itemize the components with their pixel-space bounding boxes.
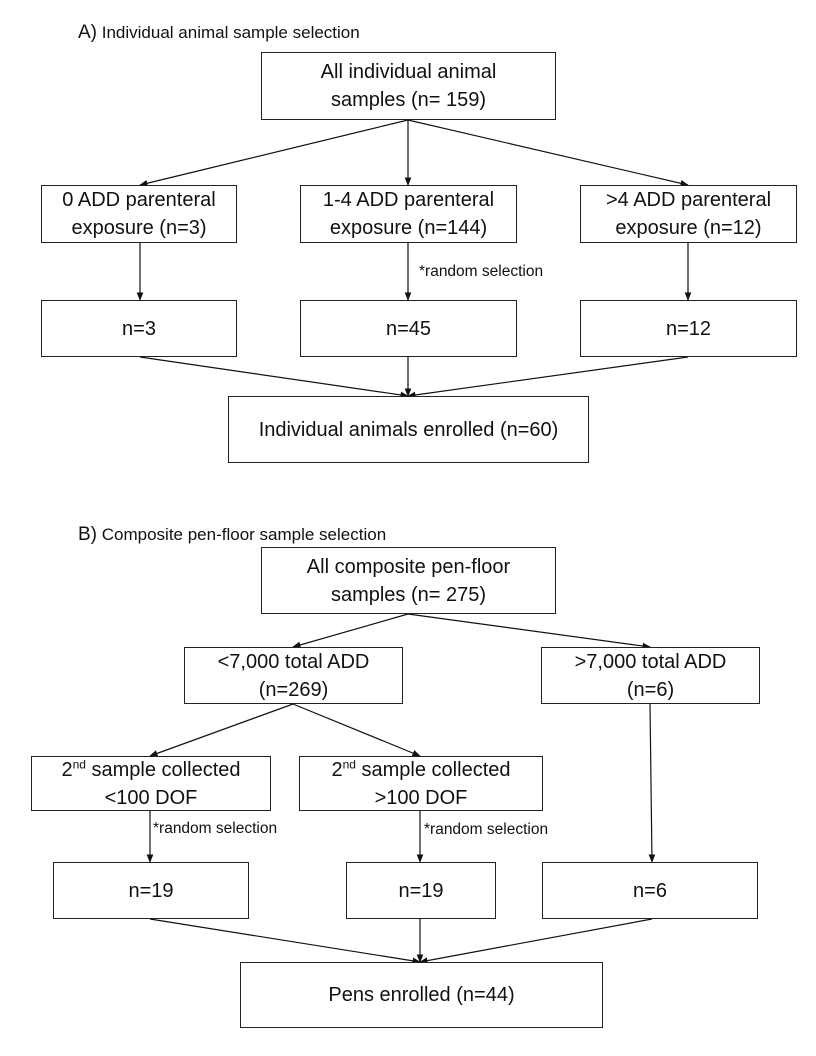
arrow-b-group-2-to-count-3 [648, 703, 656, 863]
section-b-title: Composite pen-floor sample selection [101, 525, 387, 544]
b-subgroup-1-line-2: <100 DOF [104, 786, 198, 809]
arrow-b-group-1-to-sub-2 [292, 703, 421, 757]
a-group-2-line-2: exposure (n=144) [329, 217, 488, 239]
arrow-b-count-3-to-result [419, 918, 653, 964]
a-group-2-line-1: 1-4 ADD parenteral [322, 189, 495, 211]
a-count-box-2: n=45 [300, 300, 517, 357]
b-root-line-1: All composite pen-floor [306, 555, 511, 578]
b-count-2: n=19 [398, 879, 444, 902]
arrow-a-count-1-to-result [139, 356, 409, 399]
a-group-3-line-1: >4 ADD parenteral [605, 189, 772, 211]
b-subgroup-2-line-1: 2nd sample collected [331, 756, 510, 784]
section-a-heading: A) Individual animal sample selection [78, 22, 360, 44]
b-subgroup-1-post: sample collected [85, 758, 241, 781]
b-subgroup-1-pre: 2 [61, 758, 73, 781]
b-subgroup-2-sup: nd [342, 756, 356, 771]
a-count-box-1: n=3 [41, 300, 237, 357]
arrow-b-count-1-to-result [149, 918, 421, 965]
b-count-box-1: n=19 [53, 862, 249, 919]
a-count-2: n=45 [385, 317, 432, 340]
b-count-3: n=6 [633, 879, 667, 902]
a-root-box: All individual animal samples (n= 159) [261, 52, 556, 120]
b-subgroup-2-post: sample collected [355, 758, 511, 781]
a-group-3-line-2: exposure (n=12) [615, 217, 762, 239]
b-subgroup-1-sup: nd [72, 756, 86, 771]
section-a-title: Individual animal sample selection [101, 23, 360, 42]
a-group-box-1: 0 ADD parenteral exposure (n=3) [41, 185, 237, 243]
section-a-letter: A) [78, 22, 97, 43]
b-random-selection-note-1: *random selection [153, 820, 278, 837]
arrow-b-root-to-group-1 [292, 613, 409, 649]
b-subgroup-box-1: 2nd sample collected <100 DOF [31, 756, 271, 811]
b-subgroup-2-pre: 2 [331, 758, 343, 781]
b-random-selection-note-2: *random selection [424, 821, 549, 838]
a-random-selection-note: *random selection [419, 263, 544, 280]
b-count-box-2: n=19 [346, 862, 496, 919]
b-result: Pens enrolled (n=44) [328, 984, 515, 1006]
b-group-2-line-1: >7,000 total ADD [574, 650, 727, 673]
a-group-1-line-2: exposure (n=3) [71, 217, 207, 239]
b-root-line-2: samples (n= 275) [330, 583, 487, 606]
b-group-box-1: <7,000 total ADD (n=269) [184, 647, 403, 704]
b-root-box: All composite pen-floor samples (n= 275) [261, 547, 556, 614]
b-count-1: n=19 [128, 879, 174, 902]
b-subgroup-2-line-2: >100 DOF [374, 786, 468, 809]
a-result-box: Individual animals enrolled (n=60) [228, 396, 589, 463]
a-root-line-1: All individual animal [320, 61, 497, 83]
a-group-box-2: 1-4 ADD parenteral exposure (n=144) [300, 185, 517, 243]
b-group-2-line-2: (n=6) [626, 678, 675, 701]
a-count-3: n=12 [665, 317, 712, 340]
b-subgroup-box-2: 2nd sample collected >100 DOF [299, 756, 543, 811]
b-subgroup-1-line-1: 2nd sample collected [61, 756, 240, 784]
arrow-a-count-3-to-result [407, 356, 689, 399]
arrow-a-root-to-group-1 [139, 119, 409, 187]
arrow-a-root-to-group-3 [407, 119, 689, 187]
arrow-b-root-to-group-2 [407, 613, 651, 650]
a-group-box-3: >4 ADD parenteral exposure (n=12) [580, 185, 797, 243]
section-b-letter: B) [78, 524, 97, 545]
b-group-1-line-2: (n=269) [258, 678, 329, 701]
a-result: Individual animals enrolled (n=60) [258, 418, 559, 441]
a-count-1: n=3 [122, 317, 156, 340]
a-count-box-3: n=12 [580, 300, 797, 357]
b-result-box: Pens enrolled (n=44) [240, 962, 603, 1028]
b-group-1-line-1: <7,000 total ADD [217, 650, 370, 673]
a-group-1-line-1: 0 ADD parenteral [62, 189, 216, 211]
section-b-heading: B) Composite pen-floor sample selection [78, 524, 386, 546]
arrow-b-group-1-to-sub-1 [149, 703, 294, 757]
b-group-box-2: >7,000 total ADD (n=6) [541, 647, 760, 704]
a-root-line-2: samples (n= 159) [330, 89, 487, 111]
b-count-box-3: n=6 [542, 862, 758, 919]
